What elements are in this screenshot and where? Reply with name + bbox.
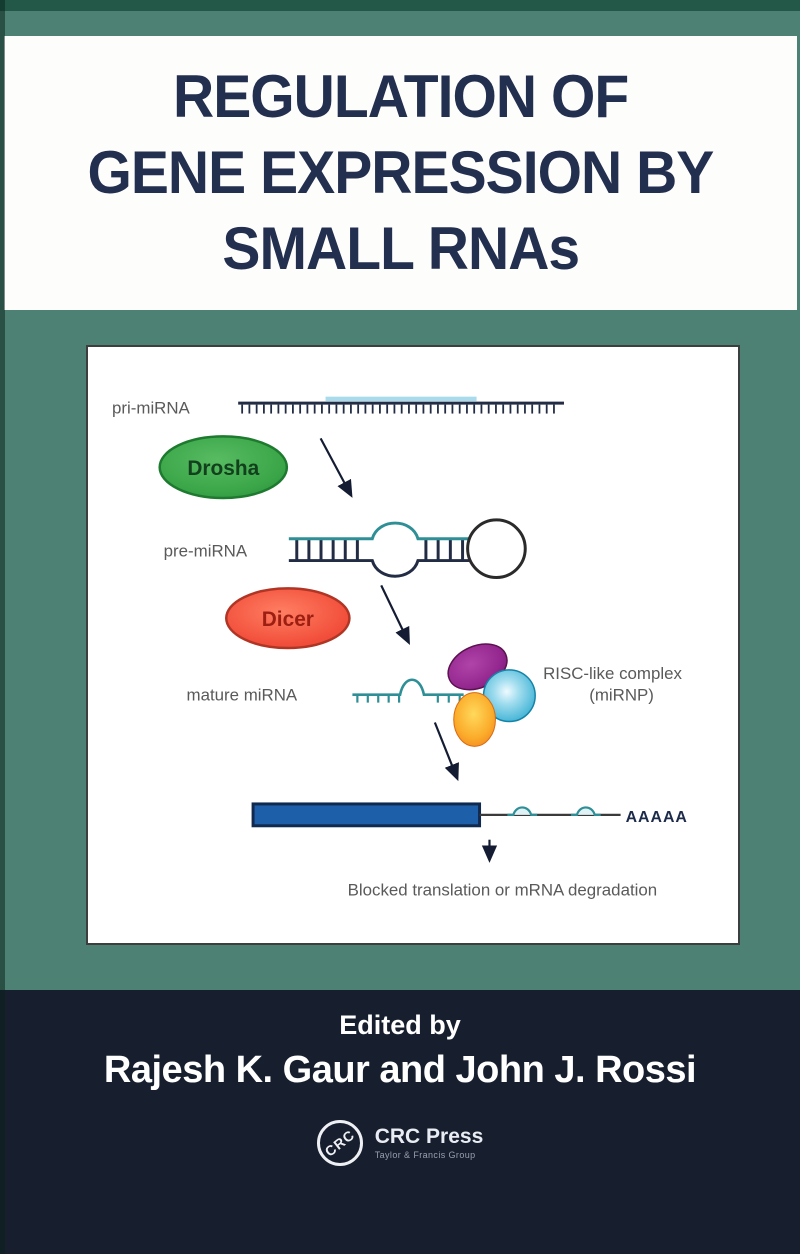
pri-mirna-strand [238,396,564,405]
mirna-pathway-diagram: pri-miRNA Drosha pre-miRNA [112,396,688,899]
flow-arrow-1 [319,437,353,498]
edited-by-label: Edited by [339,1010,461,1040]
publisher-name: CRC Press [374,1125,484,1148]
risc-label-line2: (miRNP) [589,686,654,705]
dicer-label: Dicer [262,608,314,631]
publisher-text: CRC Press Taylor & Francis Group [375,1125,484,1161]
pre-mirna-hairpin [288,518,527,579]
top-band [0,0,800,11]
publisher-logo: CRC CRC Press Taylor & Francis Group [316,1120,484,1166]
hairpin-rungs-right [424,539,465,560]
title-banner: REGULATION OF GENE EXPRESSION BY SMALL R… [4,36,797,310]
mirna-pathway-panel: pri-miRNA Drosha pre-miRNA [86,345,740,945]
crc-monogram: CRC [321,1126,358,1160]
pri-mirna-ticks [241,404,555,414]
spine-shadow [0,0,5,1254]
mature-mirna-strand [352,678,464,696]
target-mrna: AAAAA [251,802,688,828]
hairpin-rungs-left [295,539,359,560]
mature-mirna-label: mature miRNA [187,686,298,705]
risc-label-line1: RISC-like complex [543,664,682,683]
pre-mirna-label: pre-miRNA [164,542,248,561]
bottom-band: Edited by Rajesh K. Gaur and John J. Ros… [0,990,800,1254]
dicer-enzyme: Dicer [225,587,351,650]
title-line-1: REGULATION OF [172,63,629,130]
publisher-group: Taylor & Francis Group [374,1150,476,1160]
risc-complex [447,643,536,747]
mature-mirna-ticks-left [356,694,401,703]
pri-mirna-label: pri-miRNA [112,399,191,418]
authors-line: Rajesh K. Gaur and John J. Rossi [103,1049,697,1091]
poly-a-label: AAAAA [626,809,688,826]
outcome-label: Blocked translation or mRNA degradation [348,880,658,899]
flow-arrow-3 [433,722,459,782]
drosha-enzyme: Drosha [158,435,289,500]
title-line-2: GENE EXPRESSION BY [87,139,715,206]
drosha-label: Drosha [187,457,259,480]
title-line-3: SMALL RNAs [222,215,580,282]
crc-logo-icon: CRC [316,1120,363,1166]
flow-arrow-2 [380,584,410,645]
